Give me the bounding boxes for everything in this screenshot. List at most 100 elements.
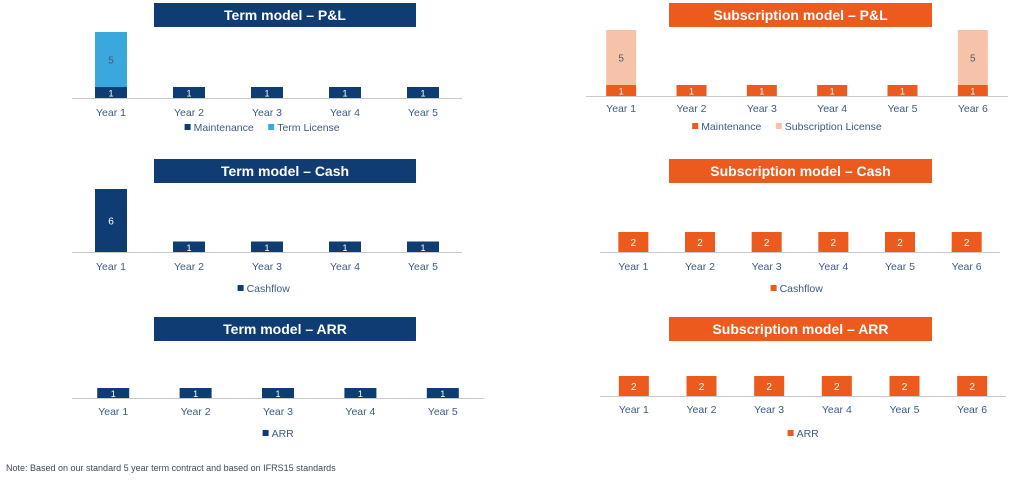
x-tick-label: Year 1 bbox=[618, 261, 648, 273]
bar-arr bbox=[686, 376, 717, 396]
data-label: 1 bbox=[420, 89, 425, 99]
bar-cashflow bbox=[818, 232, 849, 252]
bar-subscription-license bbox=[957, 30, 988, 85]
x-tick-label: Year 5 bbox=[890, 404, 920, 416]
x-tick-label: Year 3 bbox=[252, 107, 282, 119]
data-label: 1 bbox=[970, 87, 975, 97]
x-tick-label: Year 2 bbox=[687, 404, 717, 416]
data-label: 2 bbox=[902, 382, 908, 393]
bar-arr bbox=[821, 376, 852, 396]
data-label: 2 bbox=[964, 238, 970, 249]
data-label: 2 bbox=[631, 238, 637, 249]
bar-cashflow bbox=[685, 232, 715, 252]
data-label: 1 bbox=[830, 87, 835, 97]
bar-arr bbox=[618, 376, 649, 396]
data-label: 1 bbox=[275, 389, 280, 399]
data-label: 1 bbox=[264, 89, 269, 99]
bar-cashflow bbox=[885, 232, 915, 252]
bar-arr bbox=[179, 388, 212, 398]
sub-arr-title: Subscription model – ARR bbox=[669, 317, 932, 341]
bar-arr bbox=[97, 388, 130, 398]
x-tick-label: Year 3 bbox=[754, 404, 784, 416]
data-label: 1 bbox=[264, 243, 269, 253]
x-tick-label: Year 2 bbox=[181, 406, 211, 418]
bar-maintenance bbox=[407, 87, 439, 98]
legend-label: Term License bbox=[277, 122, 340, 134]
bar-cashflow bbox=[95, 189, 127, 252]
data-label: 2 bbox=[834, 382, 840, 393]
bar-maintenance bbox=[329, 87, 361, 98]
sub-cash-title: Subscription model – Cash bbox=[669, 159, 932, 183]
data-label: 1 bbox=[440, 389, 445, 399]
legend-label: Maintenance bbox=[194, 122, 254, 134]
data-label: 1 bbox=[900, 87, 905, 97]
term-cash-title: Term model – Cash bbox=[154, 159, 416, 183]
bar-cashflow bbox=[618, 232, 649, 252]
term-arr-title: Term model – ARR bbox=[154, 317, 416, 341]
data-label: 2 bbox=[699, 382, 705, 393]
bar-arr bbox=[754, 376, 785, 396]
x-tick-label: Year 6 bbox=[957, 404, 987, 416]
data-label: 1 bbox=[619, 87, 624, 97]
data-label: 2 bbox=[897, 238, 903, 249]
bar-maintenance bbox=[606, 85, 637, 96]
bar-arr bbox=[426, 388, 459, 398]
x-tick-label: Year 2 bbox=[685, 261, 715, 273]
x-tick-label: Year 4 bbox=[817, 103, 847, 115]
bar-maintenance bbox=[173, 87, 205, 98]
data-label: 6 bbox=[108, 217, 114, 228]
data-label: 1 bbox=[186, 89, 191, 99]
x-tick-label: Year 5 bbox=[408, 107, 438, 119]
x-tick-label: Year 1 bbox=[619, 404, 649, 416]
bar-cashflow bbox=[751, 232, 782, 252]
x-tick-label: Year 4 bbox=[822, 404, 852, 416]
x-tick-label: Year 1 bbox=[96, 107, 126, 119]
data-label: 2 bbox=[697, 238, 703, 249]
footnote: Note: Based on our standard 5 year term … bbox=[6, 463, 336, 473]
bar-maintenance bbox=[251, 87, 283, 98]
data-label: 1 bbox=[689, 87, 694, 97]
x-tick-label: Year 1 bbox=[98, 406, 128, 418]
data-label: 5 bbox=[618, 54, 624, 65]
data-label: 1 bbox=[342, 89, 347, 99]
bar-maintenance bbox=[957, 85, 988, 96]
bar-maintenance bbox=[887, 85, 918, 96]
bar-cashflow bbox=[173, 241, 205, 252]
bar-cashflow bbox=[251, 241, 283, 252]
term-pl-title: Term model – P&L bbox=[154, 3, 416, 27]
x-tick-label: Year 3 bbox=[263, 406, 293, 418]
bar-maintenance bbox=[746, 85, 777, 96]
x-tick-label: Year 4 bbox=[818, 261, 848, 273]
x-tick-label: Year 2 bbox=[174, 261, 204, 273]
legend-swatch bbox=[770, 285, 777, 291]
sub-pl-title: Subscription model – P&L bbox=[669, 3, 932, 27]
bar-arr bbox=[889, 376, 920, 396]
data-label: 1 bbox=[759, 87, 764, 97]
legend-label: Cashflow bbox=[247, 283, 291, 295]
bar-maintenance bbox=[676, 85, 707, 96]
x-tick-label: Year 6 bbox=[952, 261, 982, 273]
data-label: 1 bbox=[420, 243, 425, 253]
bar-maintenance bbox=[817, 85, 848, 96]
bar-maintenance bbox=[95, 87, 127, 98]
x-tick-label: Year 2 bbox=[174, 107, 204, 119]
legend-swatch bbox=[237, 285, 244, 291]
data-label: 1 bbox=[186, 243, 191, 253]
data-label: 5 bbox=[970, 54, 976, 65]
data-label: 1 bbox=[358, 389, 363, 399]
bar-arr bbox=[957, 376, 988, 396]
data-label: 5 bbox=[108, 56, 114, 67]
data-label: 2 bbox=[766, 382, 772, 393]
bar-arr bbox=[262, 388, 294, 398]
data-label: 1 bbox=[111, 389, 116, 399]
legend-swatch bbox=[775, 123, 782, 129]
x-tick-label: Year 2 bbox=[677, 103, 707, 115]
legend-label: Maintenance bbox=[701, 121, 761, 133]
bar-cashflow bbox=[951, 232, 982, 252]
x-tick-label: Year 5 bbox=[885, 261, 915, 273]
legend-swatch bbox=[184, 124, 191, 130]
x-tick-label: Year 3 bbox=[252, 261, 282, 273]
